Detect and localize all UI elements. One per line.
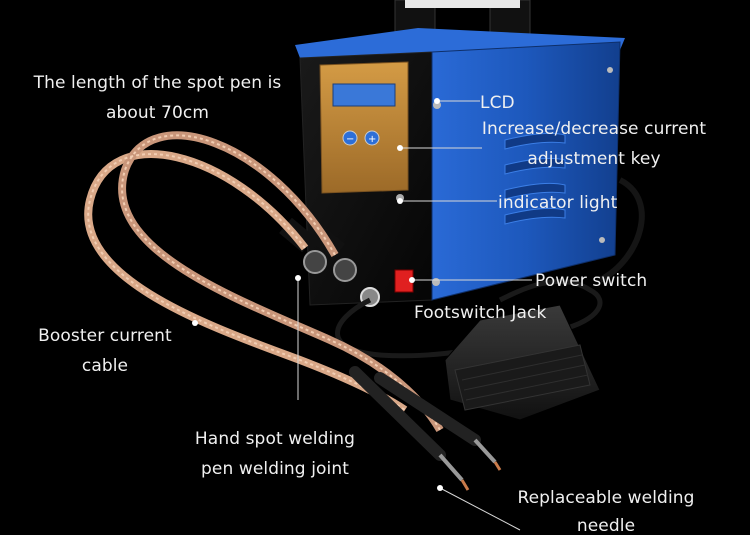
pen-joint-line2: pen welding joint <box>201 459 349 479</box>
needle-line1: Replaceable welding <box>517 488 695 508</box>
leader-dots <box>192 98 443 491</box>
pen-joint-line1: Hand spot welding <box>194 429 356 449</box>
spot-pen-length-line2: about 70cm <box>106 103 209 123</box>
indicator-light-label: indicator light <box>498 193 618 213</box>
booster-cables <box>84 131 444 432</box>
needle-label: Replaceable welding needle <box>508 487 704 535</box>
lcd-screen <box>332 83 396 107</box>
leader-lines <box>297 100 532 531</box>
power-switch-label: Power switch <box>535 271 648 291</box>
pen-joint-label: Hand spot welding pen welding joint <box>185 428 365 480</box>
housing-side <box>431 41 621 301</box>
welding-pens <box>349 366 502 491</box>
spot-pen-length-line1: The length of the spot pen is <box>33 73 282 93</box>
needle-line2: needle <box>576 516 636 535</box>
control-panel <box>319 61 409 194</box>
booster-cable-line2: cable <box>81 356 129 376</box>
footswitch-jack-label: Footswitch Jack <box>414 303 547 323</box>
svg-text:+: + <box>368 134 376 145</box>
foot-pedal <box>444 304 601 421</box>
current-key-line1: Increase/decrease current <box>481 119 707 139</box>
lcd-label: LCD <box>480 93 515 113</box>
carry-handle <box>394 0 531 46</box>
current-adjust-buttons: − + <box>342 130 380 146</box>
booster-cable-line1: Booster current <box>38 326 172 346</box>
vent-slots <box>504 132 566 225</box>
current-key-label: Increase/decrease current adjustment key <box>476 118 712 170</box>
current-key-line2: adjustment key <box>527 149 661 169</box>
svg-text:−: − <box>346 134 354 145</box>
booster-cable-label: Booster current cable <box>30 325 180 377</box>
spot-pen-length-label: The length of the spot pen is about 70cm <box>30 72 285 124</box>
